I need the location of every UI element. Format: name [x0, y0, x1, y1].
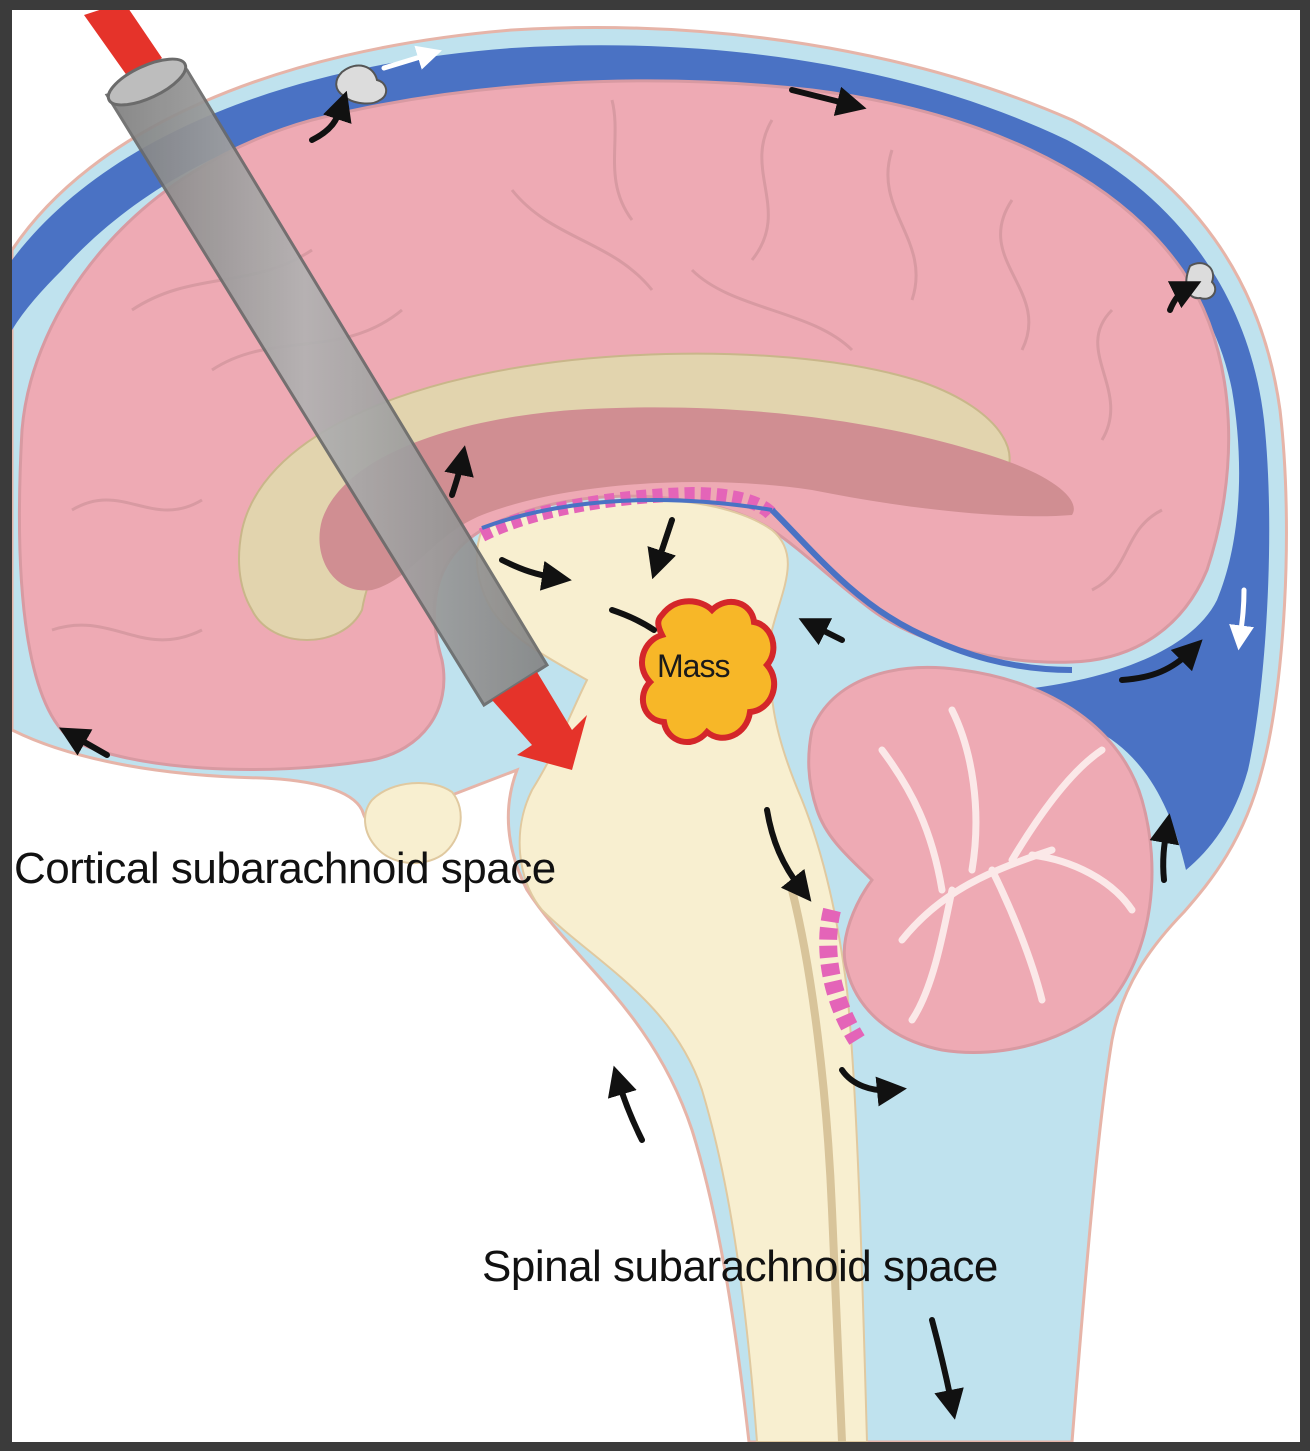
brain-csf-diagram	[12, 10, 1288, 1442]
venous-flow-arrow-icon	[381, 45, 1254, 651]
cortical-subarachnoid-space-label: Cortical subarachnoid space	[14, 844, 556, 893]
arbor-vitae	[878, 706, 1136, 1024]
straight-sinus	[769, 507, 1073, 673]
diagram-canvas: Mass Cortical subarachnoid space Spinal …	[12, 10, 1300, 1442]
catheter-shunt-icon	[84, 10, 587, 770]
spinal-subarachnoid-space-label: Spinal subarachnoid space	[482, 1242, 998, 1291]
lateral-ventricle	[319, 407, 1074, 591]
pituitary	[364, 782, 462, 865]
mass	[639, 598, 778, 745]
flow-arrow-icon	[58, 86, 1203, 1420]
mass-label: Mass	[657, 648, 730, 684]
choroid-plexus-fourth	[819, 907, 865, 1045]
choroid-plexus-third	[478, 486, 778, 542]
central-canal	[788, 889, 846, 1442]
